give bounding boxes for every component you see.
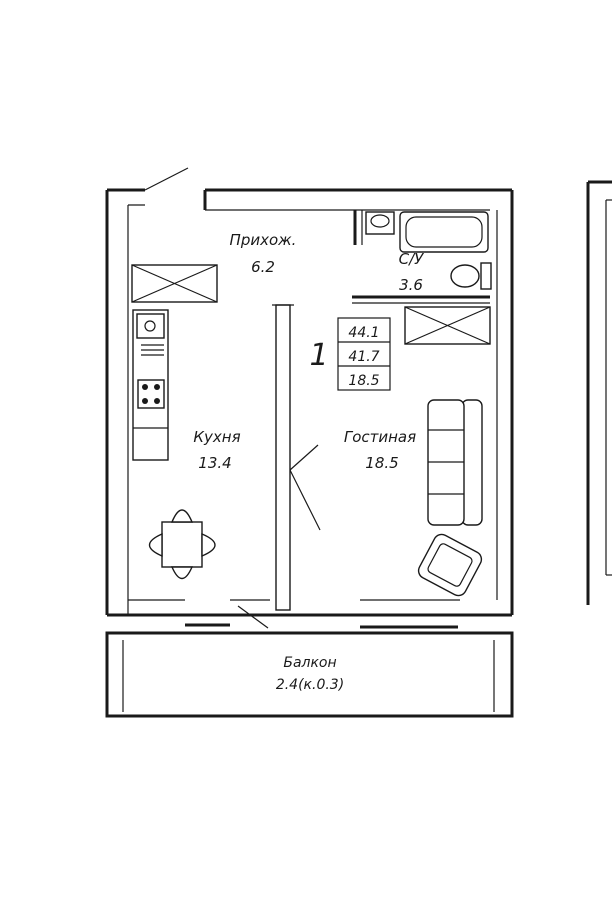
kitchen-area: 13.4 bbox=[198, 454, 231, 472]
hallway-area: 6.2 bbox=[251, 258, 275, 276]
living-furniture bbox=[417, 399, 483, 597]
toilet-bowl bbox=[450, 264, 480, 288]
dining-table bbox=[161, 521, 203, 568]
apartment-info-box: 44.1 41.7 18.5 1 bbox=[309, 317, 391, 391]
balcony bbox=[105, 631, 514, 718]
living-space: 41.7 bbox=[348, 349, 379, 365]
total-area: 44.1 bbox=[348, 325, 379, 341]
room-labels: Прихож. 6.2 С/У 3.6 Кухня 13.4 Гостиная … bbox=[193, 231, 424, 693]
toilet-tank bbox=[480, 262, 492, 290]
stove bbox=[137, 379, 165, 409]
interior-walls bbox=[272, 210, 490, 611]
armchair bbox=[417, 533, 483, 597]
outer-walls bbox=[105, 167, 612, 629]
kitchen-name: Кухня bbox=[193, 428, 240, 446]
bathroom-area: 3.6 bbox=[399, 276, 423, 294]
apartment-number: 1 bbox=[309, 338, 328, 373]
vent-shafts bbox=[131, 264, 491, 345]
bathtub bbox=[399, 211, 489, 253]
residential-area: 18.5 bbox=[348, 373, 379, 389]
sofa-back bbox=[461, 399, 483, 526]
hallway-name: Прихож. bbox=[230, 231, 297, 249]
balcony-area: 2.4(к.0.3) bbox=[276, 677, 344, 693]
living-room-name: Гостиная bbox=[344, 428, 416, 446]
bathroom-name: С/У bbox=[399, 250, 425, 268]
balcony-name: Балкон bbox=[283, 655, 336, 671]
bathroom-fixtures bbox=[365, 211, 492, 290]
kitchen-fixtures bbox=[132, 309, 216, 580]
living-room-area: 18.5 bbox=[365, 454, 398, 472]
kitchen-sink bbox=[136, 313, 165, 339]
